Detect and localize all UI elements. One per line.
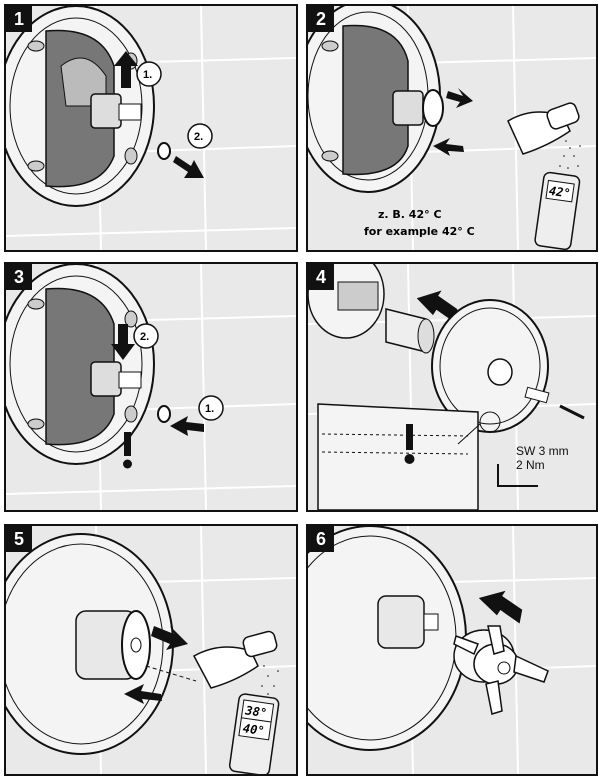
panel-number: 4 xyxy=(308,264,334,290)
panel-6: 6 xyxy=(306,524,598,776)
wrench-size: SW 3 mm xyxy=(516,444,569,458)
detail-zoom xyxy=(317,403,479,510)
screw xyxy=(559,404,585,420)
panel-number: 2 xyxy=(308,6,334,32)
thermometer-display-top: 38° xyxy=(244,703,268,720)
step-2-label: 2. xyxy=(194,131,203,143)
panel-number: 6 xyxy=(308,526,334,552)
wall-cutout xyxy=(45,287,115,446)
panel-1: 1 1. 2. xyxy=(4,4,298,252)
arrow-assembly xyxy=(416,290,458,324)
panel-4-illustration xyxy=(308,264,596,510)
arrow-down xyxy=(111,324,135,360)
hex-key-icon xyxy=(497,464,538,487)
panel-2-illustration: 42° z. B. 42° C for example 42° C xyxy=(308,6,596,250)
arrow-rotate-bottom xyxy=(124,684,162,704)
valve-body xyxy=(90,93,122,129)
arrow-up xyxy=(114,51,138,88)
thermostat-knob xyxy=(422,89,444,127)
valve-body xyxy=(337,281,379,311)
panel-6-illustration xyxy=(308,526,596,774)
clip-ring xyxy=(157,405,171,423)
panel-4: 4 SW 3 mm 2 Nm xyxy=(306,262,598,512)
temp-example-de: z. B. 42° C xyxy=(378,208,442,221)
step-1-label: 1. xyxy=(205,403,214,415)
arrow-rotate-top xyxy=(446,88,473,108)
thermometer-display-bottom: 40° xyxy=(242,721,265,738)
panel-3-illustration: 2. 1. xyxy=(6,264,296,510)
panel-1-illustration: 1. 2. xyxy=(6,6,296,250)
panel-3: 3 2. 1. xyxy=(4,262,298,512)
hand-with-shower xyxy=(192,630,279,695)
thermometer: 38° 40° xyxy=(228,693,280,774)
arrow-in xyxy=(170,416,204,436)
arrow-out xyxy=(173,156,204,178)
panel-5-illustration: 38° 40° xyxy=(6,526,296,774)
hand-with-shower xyxy=(507,102,581,179)
warning-icon xyxy=(123,432,132,469)
spindle xyxy=(118,103,142,121)
thermometer: 42° xyxy=(534,171,581,250)
panel-number: 3 xyxy=(6,264,32,290)
panel-2: 2 42° z. B. 42° C for exa xyxy=(306,4,598,252)
cross-handle xyxy=(453,625,549,715)
arrow-rotate-top xyxy=(151,626,188,650)
temp-example-en: for example 42° C xyxy=(364,225,475,238)
spindle xyxy=(118,371,142,389)
valve-body xyxy=(392,90,424,126)
step-1-label: 1. xyxy=(143,69,152,81)
valve-body xyxy=(90,361,122,397)
tool-spec: SW 3 mm 2 Nm xyxy=(516,444,569,472)
step-2-label: 2. xyxy=(140,331,149,343)
extension-piece xyxy=(524,386,550,404)
panel-5: 5 38° 40° xyxy=(4,524,298,776)
warning-icon xyxy=(404,424,415,464)
panel-number: 5 xyxy=(6,526,32,552)
torque: 2 Nm xyxy=(516,458,545,472)
thermostat-cartridge xyxy=(377,595,425,649)
arrow-mount xyxy=(478,590,523,624)
thermometer-display: 42° xyxy=(548,184,571,201)
panel-number: 1 xyxy=(6,6,32,32)
clip-ring xyxy=(157,142,171,160)
wall-cutout xyxy=(342,24,409,176)
arrow-rotate-bottom xyxy=(433,138,464,156)
